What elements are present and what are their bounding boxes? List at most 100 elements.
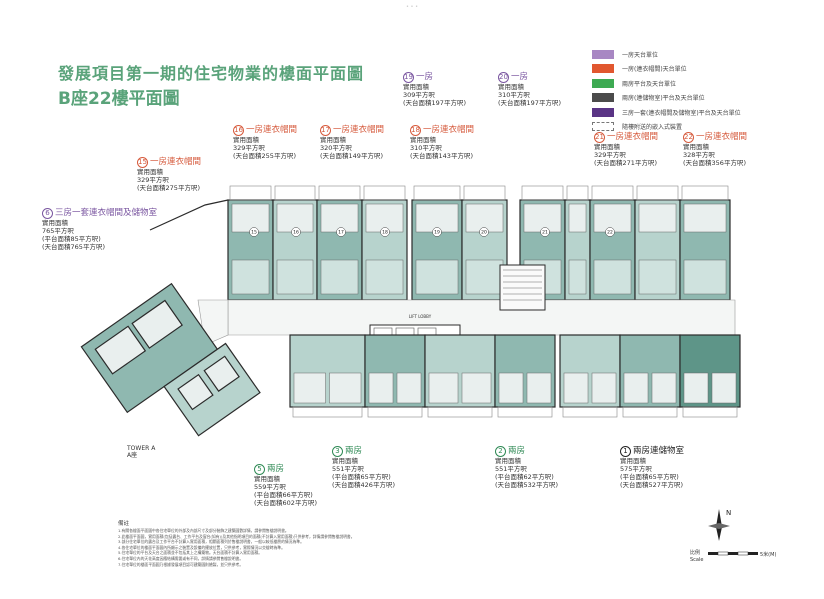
balcony (292, 406, 363, 418)
unit-area-line: (天台面積356平方呎) (683, 159, 746, 168)
plan-number: 21 (542, 230, 548, 236)
legend-swatch (592, 78, 614, 88)
ac-platform (413, 185, 461, 201)
unit-number-badge: 5 (254, 464, 265, 475)
unit-area-line: 實用面積 (233, 136, 259, 144)
corridor (227, 299, 736, 336)
legend-item: 兩房平台及天台單位 (592, 76, 822, 91)
unit-number-badge: 17 (320, 125, 331, 136)
unit-area-line: 765平方呎 (42, 227, 74, 236)
stair-core (499, 264, 546, 311)
ac-platform (274, 185, 316, 201)
room (683, 259, 727, 295)
unit-area-line: 559平方呎 (254, 483, 286, 492)
unit-type: 一房連衣帽間 (246, 125, 298, 136)
plan-number-marker (249, 227, 259, 237)
bedroom (623, 372, 649, 404)
note-line: 1.有關各樓面平面圖中各住宅單位的外部及內部尺寸及部分裝飾之建築圖數詳情，請參閱… (118, 528, 289, 533)
tower-a-en: TOWER A (127, 445, 156, 452)
room (365, 259, 404, 295)
north-label: N (726, 509, 731, 517)
tower-a-label: TOWER A A座 (127, 445, 155, 459)
unit-area-line: 329平方呎 (233, 144, 265, 153)
page-subtitle: B座22樓平面圖 (58, 89, 180, 109)
unit-area-line: 575平方呎 (620, 465, 652, 474)
unit-area-line: 實用面積 (498, 83, 524, 91)
scale-label: 比例 (690, 549, 700, 556)
unit-type: 三房一套連衣帽間及儲物室 (55, 208, 158, 219)
bedroom (293, 372, 326, 404)
bedroom (368, 372, 394, 404)
unit-number-badge: 21 (594, 132, 605, 143)
note-line: 6.住宅單位內的天花高度因應結構需要或有不同，詳情請參閱售樓說明書。 (118, 555, 244, 561)
legend-swatch (592, 107, 614, 117)
bathroom (638, 203, 677, 233)
unit-number-badge: 15 (137, 157, 148, 168)
outer-wall (149, 199, 229, 231)
unit-area-line: 實用面積 (137, 168, 163, 176)
unit-area-line: (平台面積66平方呎) (254, 491, 313, 500)
legend-item: 一房(連衣帽間)天台單位 (592, 62, 822, 77)
plan-number: 15 (251, 230, 257, 236)
unit-number-badge: 22 (683, 132, 694, 143)
bedroom (563, 372, 589, 404)
ac-platform (681, 185, 729, 201)
bathroom (568, 203, 587, 233)
unit-area-line: 實用面積 (594, 143, 620, 151)
bedroom (711, 372, 737, 404)
room (231, 259, 270, 295)
unit-type: 一房連衣帽間 (333, 125, 385, 136)
legend-item: 隨樓附送的嵌入式裝置 (592, 120, 822, 135)
bathroom (683, 203, 727, 233)
unit-area-line: 320平方呎 (320, 144, 352, 153)
unit-type: 一房連衣帽間 (607, 132, 659, 143)
unit-area-line: 551平方呎 (495, 465, 527, 474)
ac-platform (318, 185, 361, 201)
unit-area-line: (天台面積197平方呎) (498, 99, 561, 108)
unit-area-line: (平台面積65平方呎) (620, 473, 679, 482)
ac-platform (636, 185, 679, 201)
unit-type: 一房連衣帽間 (150, 157, 202, 168)
bathroom (523, 203, 562, 233)
unit-type: 一房連衣帽間 (423, 125, 475, 136)
unit-area-line: (天台面積197平方呎) (403, 99, 466, 108)
note-line: 2.此樓面平面圖，實用面積(包括露台、工作平台及窗台(如有))及其他指明項目的面… (118, 533, 355, 539)
bedroom (591, 372, 617, 404)
legend-label: 兩房平台及天台單位 (622, 80, 677, 88)
legend-label: 隨樓附送的嵌入式裝置 (622, 124, 683, 132)
legend-item: 兩房(連儲物室)平台及天台單位 (592, 91, 822, 106)
unit-number-badge: 18 (410, 125, 421, 136)
unit-area-line: 329平方呎 (137, 176, 169, 185)
scale-label-en: Scale (690, 557, 703, 563)
ac-platform (591, 185, 634, 201)
unit-area-line: (天台面積271平方呎) (594, 159, 657, 168)
notes: 備註 1.有關各樓面平面圖中各住宅單位的外部及內部尺寸及部分裝飾之建築圖數詳情，… (118, 519, 638, 567)
unit-number-badge: 19 (403, 72, 414, 83)
balcony (367, 406, 423, 418)
balcony (497, 406, 553, 418)
room (276, 259, 314, 295)
unit-number-badge: 1 (620, 446, 631, 457)
unit-number-badge: 6 (42, 208, 53, 219)
unit-area-line: 實用面積 (254, 475, 280, 483)
bedroom (131, 299, 183, 349)
room (593, 259, 632, 295)
unit-area-line: (天台面積255平方呎) (233, 152, 296, 161)
unit-area-line: 實用面積 (620, 457, 646, 465)
unit-area-line: (天台面積149平方呎) (320, 152, 383, 161)
bedroom (203, 355, 240, 392)
plan-number-marker (479, 227, 489, 237)
